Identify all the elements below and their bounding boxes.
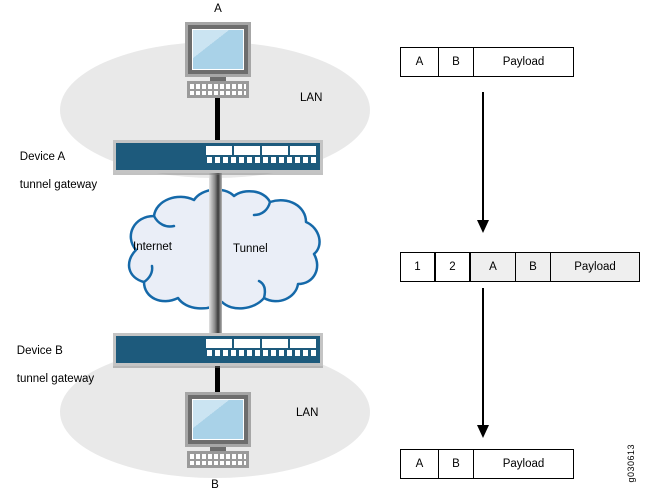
- packet-cell: B: [516, 253, 551, 281]
- monitor-icon: [185, 22, 251, 77]
- packet-cell: 1: [401, 253, 436, 281]
- packet-before-tunnel: A B Payload: [400, 47, 574, 77]
- device-a-label: Device A tunnel gateway: [7, 136, 97, 206]
- down-arrow-2: [477, 288, 489, 438]
- packet-cell: Payload: [474, 450, 573, 478]
- device-a-line1: Device A: [19, 151, 66, 163]
- cloud-notch: [257, 279, 267, 300]
- packet-cell: A: [401, 450, 439, 478]
- keyboard-icon: [187, 81, 249, 98]
- cloud-notch: [252, 200, 272, 217]
- device-b-gateway: [113, 333, 323, 366]
- packet-cell: Payload: [474, 48, 573, 76]
- packet-cell: B: [439, 450, 474, 478]
- host-a-computer: [185, 22, 251, 98]
- monitor-stand: [210, 447, 226, 451]
- lan-top-label: LAN: [300, 92, 323, 104]
- cable-host-a: [215, 98, 220, 142]
- device-a-line2: tunnel gateway: [19, 179, 98, 191]
- packet-in-tunnel: 1 2 A B Payload: [400, 252, 640, 282]
- lan-bottom-label: LAN: [296, 407, 319, 419]
- monitor-stand: [210, 77, 226, 81]
- switch-ports: [206, 339, 316, 356]
- cloud-outline: [127, 188, 321, 310]
- down-arrow-1: [477, 92, 489, 233]
- device-a-gateway: [113, 140, 323, 173]
- device-b-line1: Device B: [16, 345, 63, 357]
- cable-host-b: [215, 364, 220, 394]
- packet-cell: Payload: [551, 253, 639, 281]
- packet-cell: B: [439, 48, 474, 76]
- cloud-notch: [152, 214, 176, 228]
- device-b-line2: tunnel gateway: [16, 373, 95, 385]
- device-b-label: Device B tunnel gateway: [4, 330, 94, 400]
- switch-ports: [206, 146, 316, 163]
- host-a-label: A: [214, 3, 222, 15]
- keyboard-icon: [187, 451, 249, 468]
- figure-id: g030613: [626, 444, 636, 483]
- screen: [192, 29, 244, 70]
- packet-after-tunnel: A B Payload: [400, 449, 574, 479]
- host-b-computer: [185, 392, 251, 468]
- packet-cell: 2: [436, 253, 471, 281]
- tunnel-label: Tunnel: [233, 243, 268, 255]
- host-b-label: B: [211, 479, 219, 491]
- internet-cloud: [127, 188, 321, 310]
- internet-label: Internet: [133, 241, 172, 253]
- tunnel-pipe: [209, 170, 222, 340]
- cloud-notch: [142, 264, 154, 284]
- packet-cell: A: [471, 253, 516, 281]
- packet-cell: A: [401, 48, 439, 76]
- monitor-icon: [185, 392, 251, 447]
- screen: [192, 399, 244, 440]
